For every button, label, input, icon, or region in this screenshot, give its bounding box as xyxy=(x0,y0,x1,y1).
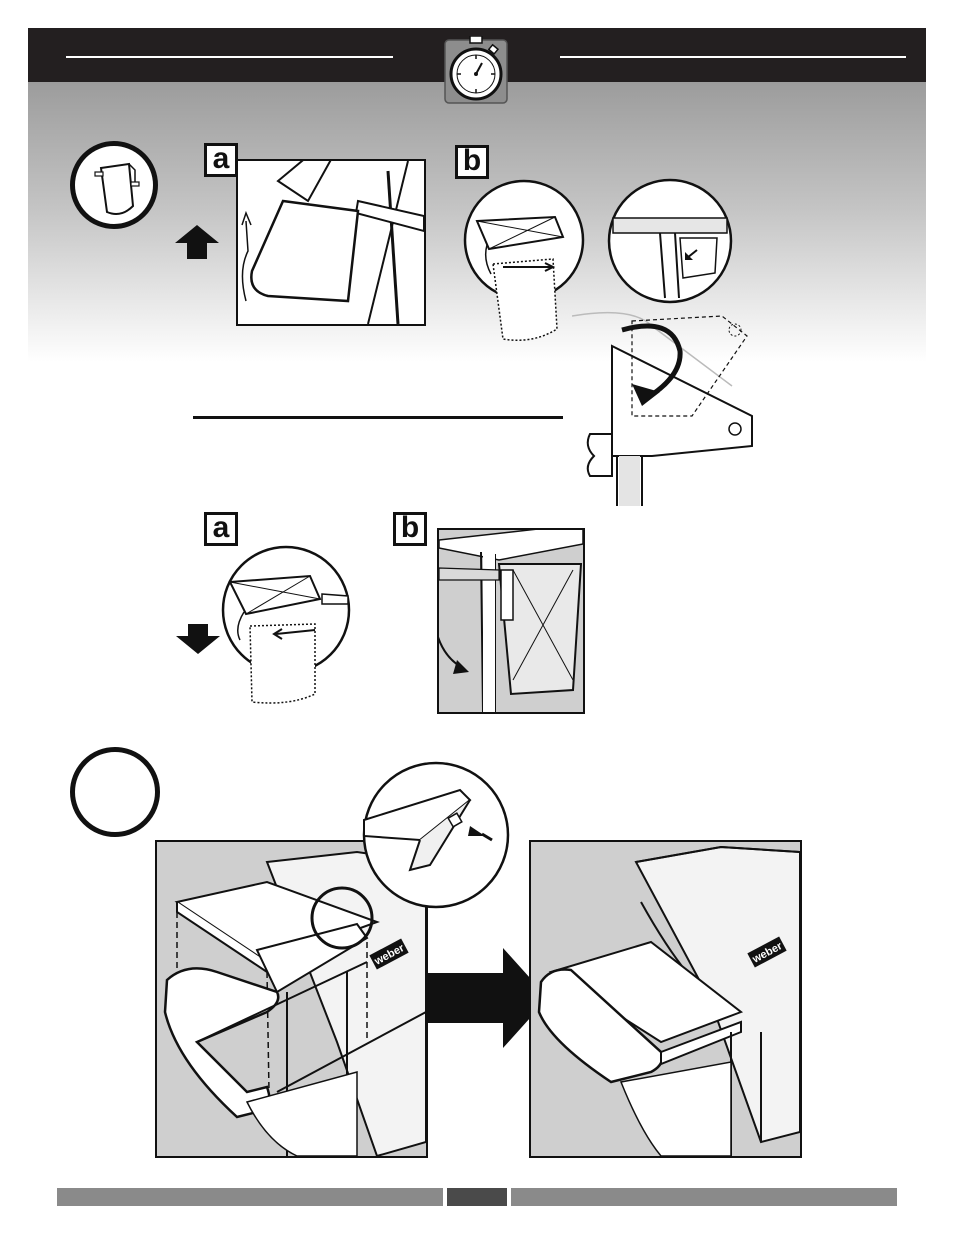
footer-page-tab xyxy=(447,1188,507,1206)
step-1a-label: a xyxy=(204,143,238,177)
section-divider-rule xyxy=(193,416,563,419)
header-rule-left xyxy=(66,56,393,58)
stopwatch-icon xyxy=(444,36,508,104)
bracket-hinge-illustration xyxy=(572,306,762,508)
footer-bar-left xyxy=(57,1188,443,1206)
step-1b-detail-circle xyxy=(463,179,585,346)
shelf-tab-zoom-circle xyxy=(360,760,513,910)
footer-bar-right xyxy=(511,1188,897,1206)
down-arrow-icon xyxy=(176,624,220,654)
step-2a-detail-circle xyxy=(220,544,352,708)
step-1a-illustration xyxy=(236,159,426,326)
step-2b-label: b xyxy=(393,512,427,546)
step-1b-label: b xyxy=(455,145,489,179)
up-arrow-icon xyxy=(175,225,219,259)
step-2-circle xyxy=(70,747,160,837)
step-1b-closeup-circle xyxy=(605,178,735,305)
header-rule-right xyxy=(560,56,906,58)
step-2a-label: a xyxy=(204,512,238,546)
shelf-install-after-illustration: weber xyxy=(529,840,802,1158)
step-2b-illustration xyxy=(437,528,585,714)
step-1-part-circle xyxy=(70,141,158,229)
